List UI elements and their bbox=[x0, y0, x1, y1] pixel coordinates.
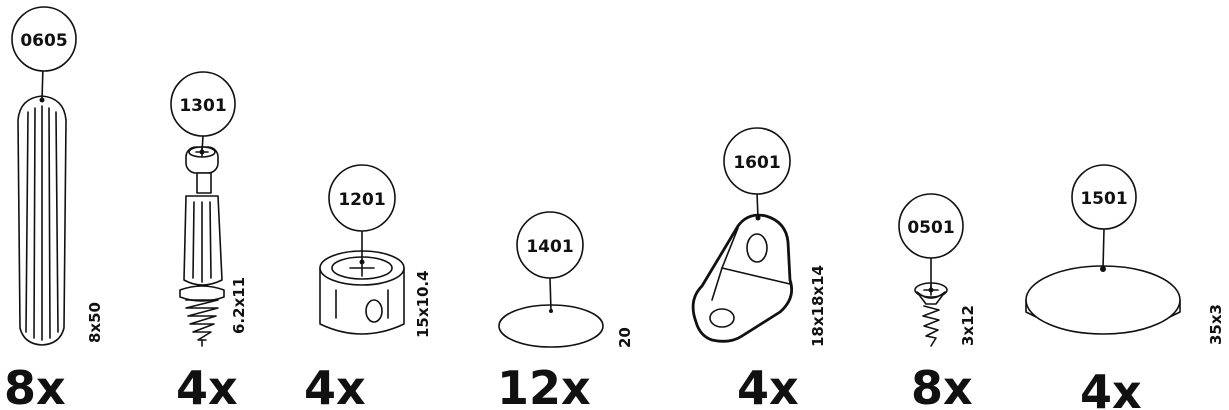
part-quantity-label: 4x bbox=[176, 361, 238, 410]
part-code-label: 1401 bbox=[526, 237, 573, 257]
part-code-bubble bbox=[1071, 164, 1137, 230]
wood-screw-icon bbox=[914, 282, 948, 347]
cam-bolt-icon bbox=[179, 146, 225, 347]
part-dimension-label: 20 bbox=[616, 327, 634, 348]
part-code-label: 0605 bbox=[20, 31, 67, 51]
part-dimension-label: 6.2x11 bbox=[230, 277, 248, 334]
part-code-bubble bbox=[723, 127, 791, 195]
part-code-label: 1501 bbox=[1080, 189, 1127, 209]
part-quantity-label: 4x bbox=[304, 361, 366, 410]
part-code-label: 1201 bbox=[338, 190, 385, 210]
wooden-dowel-icon bbox=[17, 95, 67, 346]
part-dimension-label: 35x3 bbox=[1207, 304, 1225, 345]
part-1401: 1401 20 12x bbox=[497, 211, 634, 410]
part-dimension-label: 8x50 bbox=[86, 302, 104, 343]
part-1601: 1601 18x18x14 4x bbox=[691, 127, 827, 410]
part-code-label: 0501 bbox=[907, 218, 954, 238]
part-dimension-label: 15x10.4 bbox=[414, 270, 432, 338]
part-dimension-label: 3x12 bbox=[959, 305, 977, 346]
part-code-bubble bbox=[170, 71, 236, 137]
part-1301: 1301 6.2x11 4x bbox=[170, 71, 248, 410]
part-code-bubble bbox=[11, 6, 77, 72]
part-quantity-label: 4x bbox=[737, 361, 799, 410]
part-quantity-label: 12x bbox=[497, 361, 591, 410]
part-code-bubble bbox=[328, 164, 396, 232]
part-0501: 0501 3x12 8x bbox=[898, 193, 977, 410]
part-0605: 0605 8x50 8x bbox=[4, 6, 104, 410]
part-code-bubble bbox=[516, 211, 584, 279]
corner-bracket-icon bbox=[691, 213, 794, 343]
part-code-bubble bbox=[898, 193, 964, 259]
part-1201: 1201 15x10.4 4x bbox=[304, 164, 432, 410]
part-code-label: 1301 bbox=[179, 96, 226, 116]
part-code-label: 1601 bbox=[733, 153, 780, 173]
part-quantity-label: 8x bbox=[911, 361, 973, 410]
part-quantity-label: 4x bbox=[1080, 365, 1142, 410]
part-quantity-label: 8x bbox=[4, 361, 66, 410]
felt-pad-icon bbox=[1025, 265, 1181, 335]
part-dimension-label: 18x18x14 bbox=[809, 265, 827, 347]
part-1501: 1501 35x3 4x bbox=[1025, 164, 1225, 410]
cam-lock-icon bbox=[319, 250, 405, 335]
